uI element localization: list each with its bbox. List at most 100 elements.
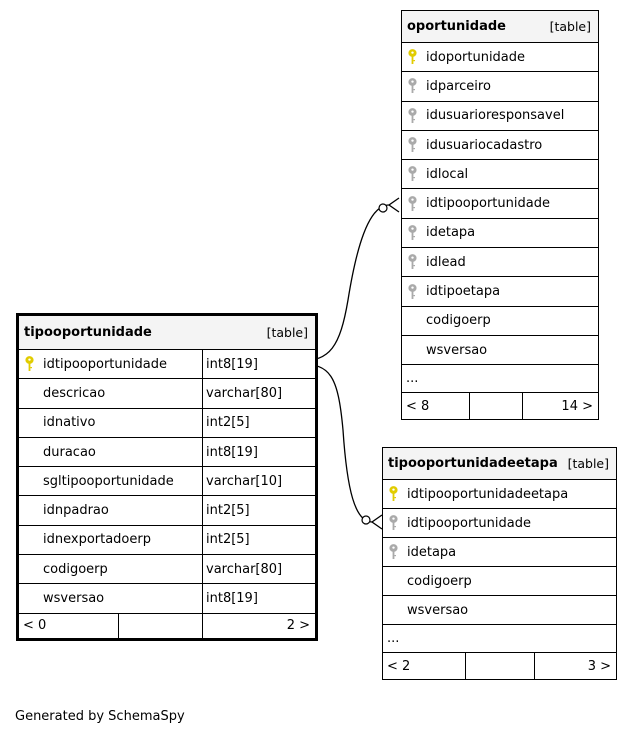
children-count[interactable]: 2 > bbox=[286, 618, 310, 634]
primary-key-icon bbox=[383, 486, 403, 502]
column-name-cell: idnativo bbox=[19, 408, 203, 437]
column-name: sgltipooportunidade bbox=[43, 473, 174, 489]
column-name-cell: wsversao bbox=[19, 584, 203, 613]
foreign-key-icon bbox=[383, 544, 403, 560]
column-name: idtipooportunidade bbox=[43, 356, 167, 372]
column-name: idusuarioresponsavel bbox=[426, 108, 565, 124]
relationship-oportunidade-tipooportunidade bbox=[299, 204, 390, 362]
table-type-label: [table] bbox=[266, 325, 308, 340]
column-name: wsversao bbox=[407, 602, 469, 618]
parents-count[interactable]: < 8 bbox=[402, 393, 470, 420]
column-type: varchar[80] bbox=[206, 385, 283, 401]
column-type: varchar[10] bbox=[206, 473, 283, 489]
zero-cardinality-marker bbox=[361, 515, 371, 525]
table-header: tipooportunidade [table] bbox=[19, 316, 315, 350]
primary-key-icon bbox=[402, 49, 422, 65]
column-row[interactable]: wsversao bbox=[402, 336, 598, 366]
crowfoot-marker bbox=[387, 197, 400, 213]
column-type: int8[19] bbox=[206, 444, 258, 460]
column-row[interactable]: idparceiro bbox=[402, 72, 598, 102]
column-name-cell: idtipooportunidade bbox=[19, 350, 203, 379]
children-count[interactable]: 14 > bbox=[561, 398, 593, 414]
foreign-key-icon bbox=[402, 195, 422, 212]
column-type: varchar[80] bbox=[206, 561, 283, 577]
zero-cardinality-marker bbox=[378, 203, 388, 213]
table-header: oportunidade [table] bbox=[402, 11, 598, 43]
column-type: int8[19] bbox=[206, 356, 258, 372]
column-name: codigoerp bbox=[407, 573, 472, 589]
table-type-label: [table] bbox=[567, 456, 609, 471]
column-name: idtipoetapa bbox=[426, 284, 501, 300]
table-tipooportunidade[interactable]: tipooportunidade [table] idtipooportunid… bbox=[16, 313, 318, 641]
column-name-cell: codigoerp bbox=[19, 555, 203, 584]
table-type-label: [table] bbox=[549, 19, 591, 34]
column-row[interactable]: idtipooportunidadeetapa bbox=[383, 480, 616, 509]
column-row[interactable]: idlocal bbox=[402, 160, 598, 190]
column-row[interactable]: idetapa bbox=[402, 219, 598, 249]
column-name: idnativo bbox=[43, 415, 96, 431]
column-row[interactable]: codigoerp bbox=[402, 307, 598, 336]
parents-count[interactable]: < 2 bbox=[383, 653, 466, 679]
column-row[interactable]: idoportunidade bbox=[402, 43, 598, 73]
table-footer: < 2 3 > bbox=[383, 653, 616, 679]
column-name: codigoerp bbox=[43, 561, 108, 577]
column-name: idetapa bbox=[407, 544, 457, 560]
table-name: tipooportunidade bbox=[24, 325, 152, 340]
column-list: idtipooportunidadeetapa idtipooportunidad… bbox=[383, 480, 616, 625]
foreign-key-icon bbox=[402, 78, 422, 94]
column-name: idtipooportunidade bbox=[407, 515, 531, 531]
column-name: idnexportadoerp bbox=[43, 532, 151, 548]
table-tipooportunidadeetapa[interactable]: tipooportunidadeetapa [table] idtipoopor… bbox=[382, 447, 617, 680]
column-row[interactable]: sgltipooportunidade varchar[10] bbox=[19, 467, 315, 497]
column-name: idusuariocadastro bbox=[426, 137, 543, 153]
children-count[interactable]: 3 > bbox=[587, 658, 611, 674]
foreign-key-icon bbox=[402, 254, 422, 270]
column-row[interactable]: idtipooportunidade bbox=[402, 189, 598, 219]
column-row[interactable]: idetapa bbox=[383, 538, 616, 567]
table-name: oportunidade bbox=[407, 19, 506, 34]
relationship-tipooportunidadeetapa-tipooportunidade bbox=[299, 363, 373, 523]
foreign-key-icon bbox=[402, 225, 422, 241]
foreign-key-icon bbox=[402, 137, 422, 153]
column-name: wsversao bbox=[43, 591, 105, 607]
table-footer: < 8 14 > bbox=[402, 393, 598, 420]
column-row[interactable]: codigoerp bbox=[383, 567, 616, 596]
column-name: idlead bbox=[426, 254, 466, 270]
column-name: idtipooportunidade bbox=[426, 196, 550, 212]
column-row[interactable]: idusuarioresponsavel bbox=[402, 102, 598, 131]
foreign-key-icon bbox=[402, 107, 422, 124]
foreign-key-icon bbox=[402, 283, 422, 300]
column-name: idlocal bbox=[426, 166, 469, 182]
footer-spacer bbox=[466, 653, 535, 679]
column-name-cell: duracao bbox=[19, 437, 203, 467]
foreign-key-icon bbox=[383, 515, 403, 531]
column-name-cell: idnpadrao bbox=[19, 496, 203, 525]
table-header: tipooportunidadeetapa [table] bbox=[383, 448, 616, 480]
parents-count[interactable]: < 0 bbox=[19, 613, 119, 638]
column-row[interactable]: idusuariocadastro bbox=[402, 131, 598, 161]
column-name-cell: descricao bbox=[19, 379, 203, 408]
column-name-cell: sgltipooportunidade bbox=[19, 467, 203, 496]
column-row[interactable]: idtipooportunidade int8[19] bbox=[19, 350, 315, 380]
column-row[interactable]: wsversao bbox=[383, 596, 616, 625]
column-type: int2[5] bbox=[206, 503, 250, 519]
column-row[interactable]: idlead bbox=[402, 248, 598, 278]
table-footer: < 0 2 > bbox=[19, 613, 315, 638]
more-columns-ellipsis: ... bbox=[383, 625, 616, 653]
table-name: tipooportunidadeetapa bbox=[388, 456, 558, 471]
column-row[interactable]: idtipooportunidade bbox=[383, 509, 616, 538]
column-name-cell: idnexportadoerp bbox=[19, 525, 203, 555]
primary-key-icon bbox=[19, 356, 39, 372]
column-name: wsversao bbox=[426, 342, 488, 358]
column-row[interactable]: idtipoetapa bbox=[402, 277, 598, 307]
column-row[interactable]: codigoerp varchar[80] bbox=[19, 555, 315, 585]
